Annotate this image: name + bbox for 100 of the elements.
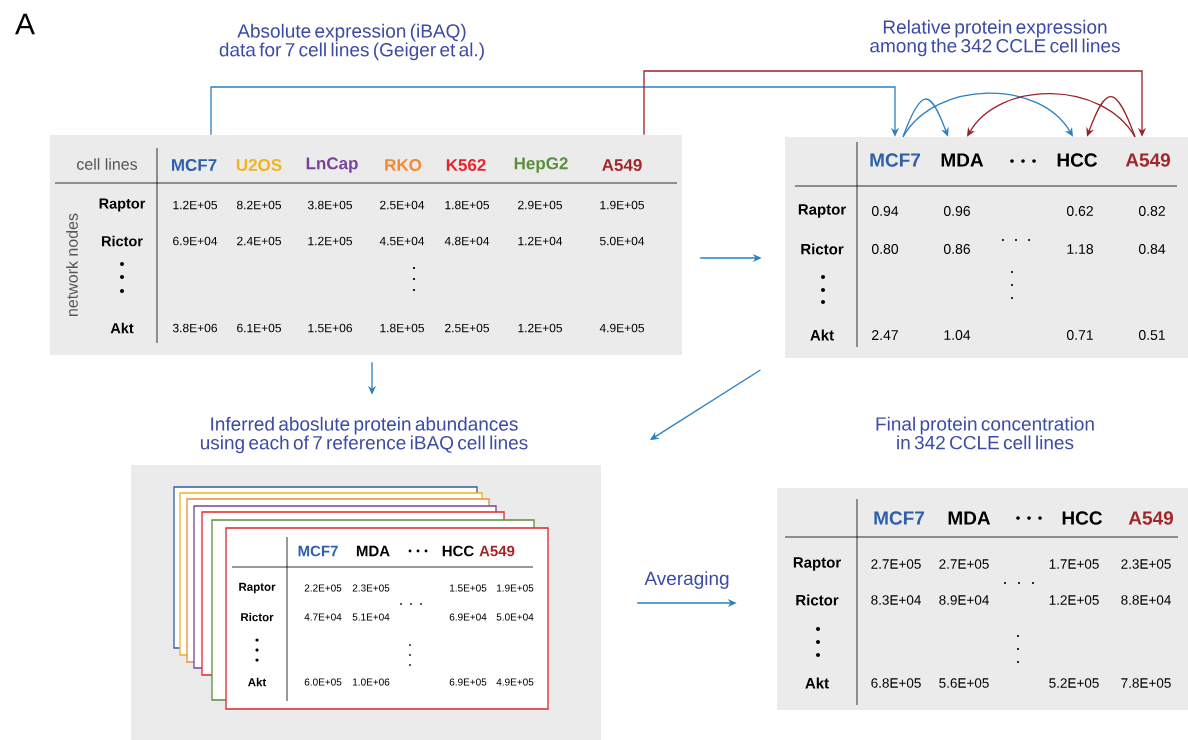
column-header: RKO [385,159,422,172]
table-cell: 2.3E+05 [352,584,390,592]
table-cell: 6.9E+05 [449,678,487,686]
table-cell: 4.8E+04 [444,236,490,246]
column-header: MDA [948,511,991,525]
table-cell: 0.80 [871,244,899,254]
table-cell: 2.5E+04 [380,200,425,210]
table-cell: 1.2E+04 [518,236,563,246]
column-header: MCF7 [298,545,338,557]
column-header: A549 [1125,153,1170,167]
row-header: Raptor [793,557,841,571]
table-cell: 1.04 [944,330,971,340]
column-header: K562 [446,159,486,172]
table-cell: 6.0E+05 [304,678,342,686]
table-cell: 2.7E+05 [871,559,921,569]
table-cell: 8.2E+05 [237,200,281,210]
table-cell: 5.2E+05 [1049,678,1099,688]
table-cell: 0.82 [1138,206,1165,216]
table-cell: 0.71 [1066,330,1093,340]
column-header: MCF7 [870,153,921,167]
row-header: Akt [810,329,834,341]
column-header: A549 [1128,511,1173,525]
arrow [1086,95,1136,138]
panel-title: Final protein concentration in 342 CCLE cell lines [876,416,1094,450]
table-cell: 8.3E+04 [871,595,921,605]
panel-letter: A [15,13,35,35]
table-cell: 1.2E+05 [1049,595,1099,605]
column-header: HCC [1062,511,1103,525]
column-header: LnCap [306,157,358,173]
table-cell: 1.9E+05 [600,200,644,210]
column-header: HCC [1057,153,1098,167]
table-cell: 2.3E+05 [1121,559,1171,569]
row-header: Raptor [239,582,276,594]
table-cell: 1.8E+05 [445,200,489,210]
table-cell: 4.9E+05 [599,323,644,333]
panel-title: Inferred aboslute protein abundances using each of 7 reference iBAQ cell lines [200,416,528,454]
table-cell: 2.2E+05 [304,584,342,592]
column-header: A549 [479,545,515,557]
arrow [967,93,1136,138]
table-cell: 8.9E+04 [939,595,989,605]
table-cell: 5.6E+05 [939,678,989,688]
table-cell: 1.5E+06 [308,323,352,333]
row-header: Akt [248,677,267,687]
table-cell: 6.8E+05 [871,678,921,688]
table-cell: 7.8E+05 [1121,678,1171,688]
edge-label: Averaging [643,570,731,590]
table-cell: 1.18 [1067,244,1094,254]
column-header: MCF7 [172,159,217,172]
table-card [225,527,549,710]
row-header: Raptor [798,204,846,218]
column-caption: cell lines [77,158,138,170]
table-cell: 2.7E+05 [939,559,989,569]
column-header: U2OS [236,159,282,172]
table-cell: 5.1E+04 [352,613,390,621]
table-cell: 3.8E+05 [307,200,352,210]
row-header: Rictor [796,594,839,606]
table-cell: 2.9E+05 [518,200,562,210]
table-cell: 0.96 [943,206,970,216]
table-cell: 8.8E+04 [1121,595,1171,605]
table-cell: 2.5E+05 [445,323,489,333]
column-header: HepG2 [514,157,568,173]
table-cell: 1.7E+05 [1049,559,1099,569]
table-cell: 2.47 [872,330,898,340]
table-cell: 6.9E+04 [449,613,487,621]
table-cell: 0.94 [871,206,899,216]
table-cell: 0.51 [1138,330,1165,340]
table-cell: 2.4E+05 [237,236,281,246]
table-cell: 1.2E+05 [173,200,217,210]
column-header: HCC [442,545,474,557]
arrow [902,92,1073,138]
table-cell: 6.9E+04 [173,236,218,246]
arrow [902,98,949,138]
table-cell: 1.2E+05 [518,323,562,333]
table-cell: 5.0E+04 [599,236,645,246]
column-header: MDA [356,545,390,557]
row-header: Akt [805,677,829,689]
table-cell: 4.9E+05 [496,678,534,686]
table-cell: 0.86 [943,244,970,254]
column-header: MCF7 [874,511,925,525]
table-cell: 4.7E+04 [304,613,342,621]
table-cell: 0.84 [1138,244,1166,254]
table-cell: 6.1E+05 [237,323,281,333]
panel-title: Absolute expression (iBAQ) data for 7 cell lines (Geiger et al.) [219,23,484,61]
table-cell: 1.0E+06 [353,678,390,686]
table-cell: 1.5E+05 [450,584,487,592]
row-header: Rictor [241,612,274,622]
table-cell: 1.9E+05 [497,584,534,592]
row-header: Raptor [99,198,146,212]
table-cell: 1.8E+05 [380,323,424,333]
table-cell: 0.62 [1066,206,1093,216]
table-cell: 4.5E+04 [379,236,425,246]
table-cell: 5.0E+04 [496,613,534,621]
row-header: Akt [110,322,134,334]
table-cell: 3.8E+06 [172,323,217,333]
table-cell: 1.2E+05 [308,236,352,246]
column-header: A549 [602,159,642,172]
row-header: Rictor [801,243,844,255]
row-caption: network nodes [66,213,78,316]
row-header: Rictor [102,235,143,247]
column-header: MDA [941,153,984,167]
